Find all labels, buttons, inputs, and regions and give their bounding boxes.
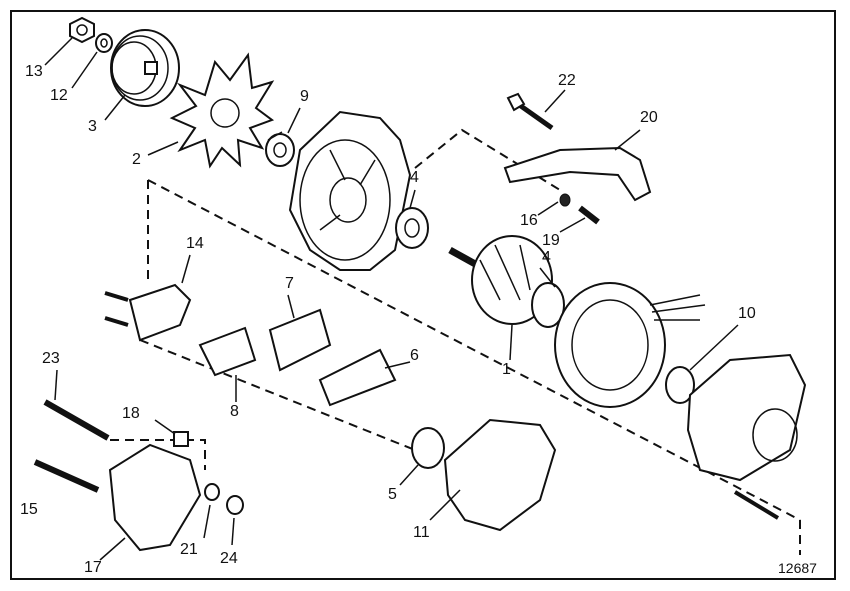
callout-10: 10 xyxy=(738,305,756,322)
callout-21: 21 xyxy=(180,541,198,558)
assembly-line-diagonal xyxy=(147,179,801,521)
mount-bracket-17 xyxy=(108,443,202,552)
lockwasher-16 xyxy=(559,193,571,207)
cover-11 xyxy=(443,418,557,532)
diagram-frame xyxy=(10,10,836,580)
nut-13 xyxy=(69,16,95,44)
washer-21 xyxy=(204,483,220,501)
pulley-3 xyxy=(110,29,180,107)
callout-5: 5 xyxy=(388,486,397,503)
callout-14: 14 xyxy=(186,235,204,252)
regulator-8 xyxy=(198,326,257,377)
gasket-5 xyxy=(411,427,445,469)
callout-17: 17 xyxy=(84,559,102,576)
callout-13: 13 xyxy=(25,63,43,80)
slip-ring-end-frame xyxy=(686,353,807,482)
leader-lines xyxy=(44,37,739,561)
o-ring-10 xyxy=(665,366,695,404)
screw-19 xyxy=(578,205,600,225)
callout-4-bearing: 4 xyxy=(410,169,419,186)
rotor-1 xyxy=(448,235,565,328)
spacer-9 xyxy=(265,131,295,167)
bearing-4 xyxy=(395,207,429,249)
spacer-18 xyxy=(173,431,189,447)
callout-15: 15 xyxy=(20,501,38,518)
callout-19: 19 xyxy=(542,232,560,249)
callout-8: 8 xyxy=(230,403,239,420)
fan-2 xyxy=(169,52,275,169)
drive-end-frame xyxy=(288,110,412,271)
callout-24: 24 xyxy=(220,550,238,567)
callout-16: 16 xyxy=(520,212,538,229)
callout-4-rotor: 4 xyxy=(542,249,551,266)
callout-12: 12 xyxy=(50,87,68,104)
bolt-22 xyxy=(506,92,554,131)
callout-2: 2 xyxy=(132,151,141,168)
assembly-line-bolt xyxy=(110,439,206,470)
callout-3: 3 xyxy=(88,118,97,135)
callout-7: 7 xyxy=(285,275,294,292)
callout-1: 1 xyxy=(502,361,511,378)
washer-12 xyxy=(95,33,113,53)
callout-6: 6 xyxy=(410,347,419,364)
stator xyxy=(554,282,706,408)
callout-11: 11 xyxy=(413,524,430,541)
assembly-line-lower xyxy=(139,339,541,501)
bolt-23 xyxy=(43,399,110,441)
bracket-20 xyxy=(503,146,652,202)
callout-9: 9 xyxy=(300,88,309,105)
nut-24 xyxy=(226,495,244,515)
callout-22: 22 xyxy=(558,72,576,89)
callout-20: 20 xyxy=(640,109,658,126)
plate-7 xyxy=(268,308,332,372)
callout-23: 23 xyxy=(42,350,60,367)
bolt-15 xyxy=(33,459,100,493)
rectifier-6 xyxy=(318,348,397,407)
brush-holder-14 xyxy=(104,283,192,342)
callout-18: 18 xyxy=(122,405,140,422)
figure-number: 12687 xyxy=(778,560,817,576)
through-bolt xyxy=(733,490,780,520)
